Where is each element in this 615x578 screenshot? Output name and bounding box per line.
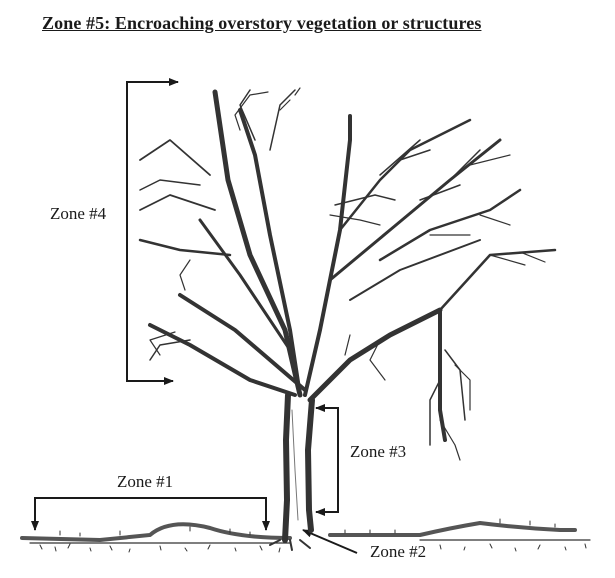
ground [20, 518, 591, 553]
zone2-label: Zone #2 [370, 542, 427, 561]
tree [138, 87, 557, 551]
zone1-bracket [31, 497, 270, 531]
zone1-label: Zone #1 [117, 472, 174, 491]
zone4-label: Zone #4 [50, 204, 107, 223]
zone3-bracket [315, 404, 339, 516]
zone4-bracket [126, 78, 179, 385]
zone2-pointer [302, 529, 358, 554]
zone3-label: Zone #3 [350, 442, 407, 461]
diagram-title: Zone #5: Encroaching overstory vegetatio… [42, 13, 482, 33]
